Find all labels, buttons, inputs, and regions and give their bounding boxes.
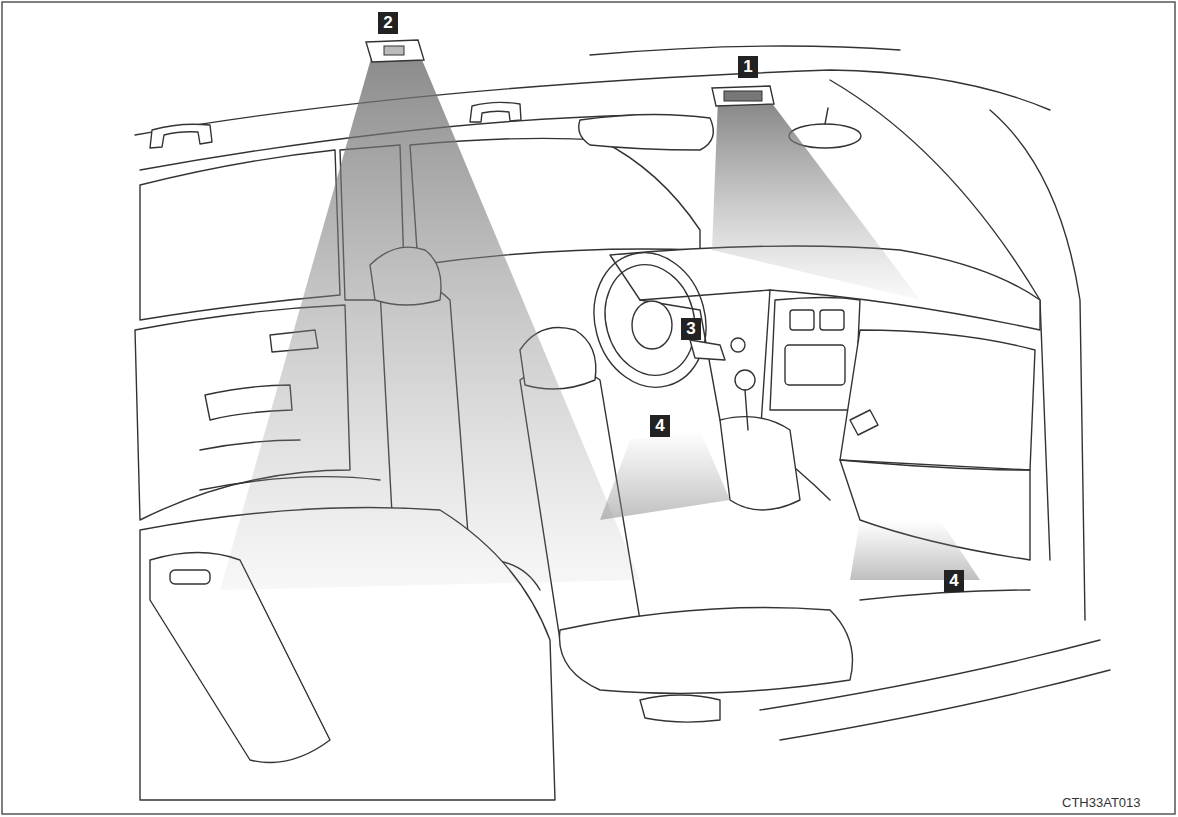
callout-number: 3 [681,318,701,340]
callout-number: 2 [378,12,398,34]
figure-code: CTH33AT013 [1062,795,1141,810]
callout-number: 4 [944,570,964,592]
callout-number: 4 [650,415,670,437]
callout-number: 1 [738,56,758,78]
